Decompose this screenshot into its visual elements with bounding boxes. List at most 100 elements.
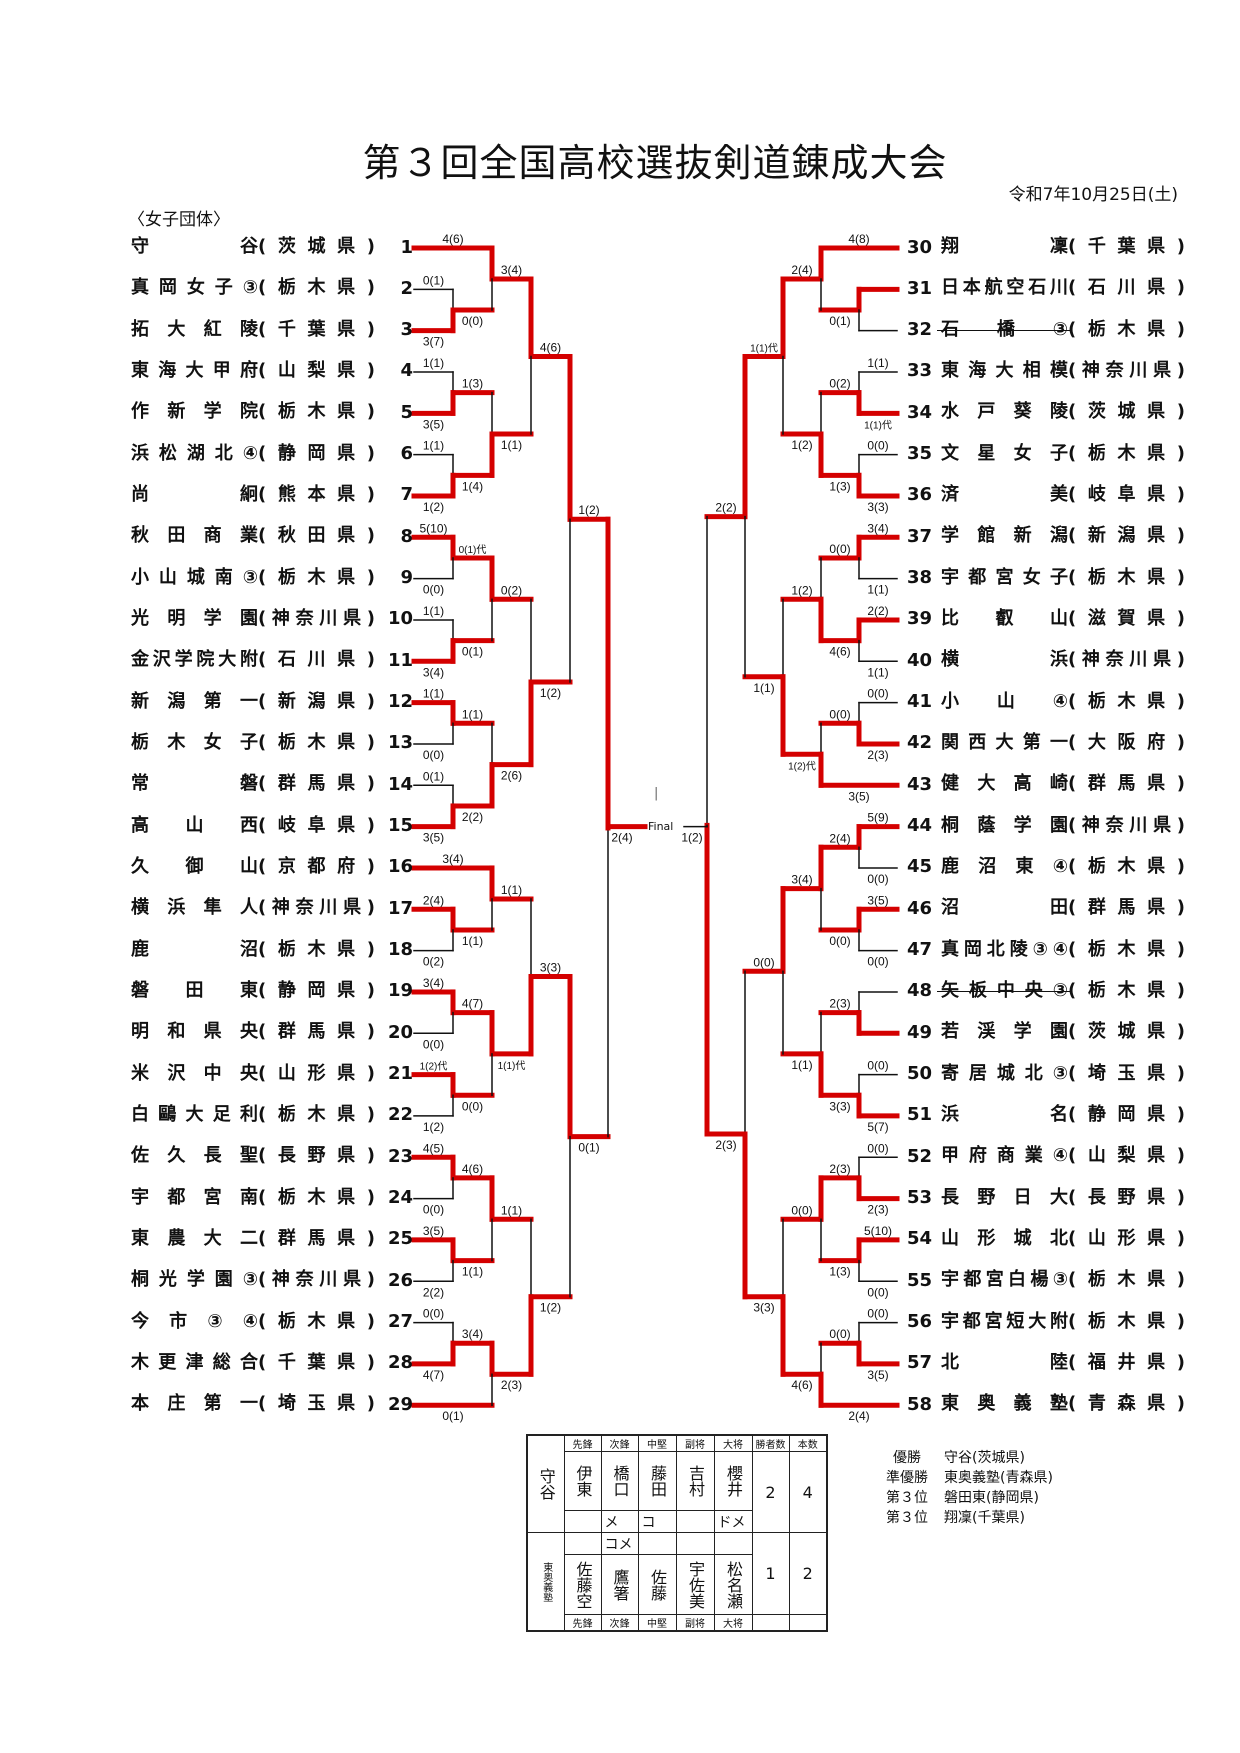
team-prefecture: (長野県) <box>258 1145 375 1167</box>
team-number: 4 <box>400 360 413 382</box>
team2-mark <box>713 1532 753 1555</box>
score-label: 5(9) <box>867 811 888 825</box>
score-label: 2(4) <box>791 263 812 277</box>
team2-player: 佐藤空 <box>563 1554 602 1615</box>
team-row: 明和県央(群馬県)20 <box>131 1020 413 1044</box>
score-label: 1(1) <box>462 707 483 721</box>
team-row: 栃木女子(栃木県)13 <box>131 731 413 755</box>
team-prefecture: (栃木県) <box>258 938 375 960</box>
team-prefecture: (茨城県) <box>258 236 375 257</box>
score-label: 3(3) <box>753 1301 774 1315</box>
position-header: 副将 <box>675 1434 715 1452</box>
team-prefecture: (滋賀県) <box>1068 607 1185 629</box>
score-label: 1(2) <box>791 438 812 452</box>
team-prefecture: (栃木県) <box>258 1186 375 1208</box>
team-name: 浜名 <box>941 1103 1068 1125</box>
team-prefecture: (山梨県) <box>258 359 375 381</box>
team-number: 50 <box>907 1063 933 1085</box>
team1-mark: ドメ <box>713 1510 753 1533</box>
team-prefecture: (群馬県) <box>1068 773 1185 795</box>
score-label: 2(3) <box>501 1378 522 1392</box>
score-label: 1(2) <box>791 583 812 597</box>
team-name: 今市③④ <box>131 1310 258 1332</box>
final-score-left: 2(4) <box>611 831 632 845</box>
team-name: 秋田商業 <box>131 525 258 547</box>
team-number: 45 <box>907 856 933 878</box>
team-number: 9 <box>400 567 413 589</box>
team-name: 小山④ <box>941 690 1068 712</box>
score-label: 2(3) <box>867 1203 888 1217</box>
team-prefecture: (千葉県) <box>258 1351 375 1373</box>
score-label: 1(1) <box>501 883 522 897</box>
score-label: 0(1) <box>829 314 850 328</box>
team-number: 21 <box>387 1063 413 1085</box>
team-prefecture: (茨城県) <box>1068 401 1185 423</box>
score-label: 0(0) <box>423 1037 444 1051</box>
position-header: 次鋒 <box>600 1434 639 1452</box>
team-row: 新潟第一(新潟県)12 <box>131 690 413 714</box>
team-prefecture: (群馬県) <box>258 1021 375 1043</box>
team-name: 長野日大 <box>941 1186 1068 1208</box>
score-label: 3(5) <box>848 789 869 803</box>
team-number: 36 <box>907 484 933 506</box>
score-label: 5(7) <box>867 1120 888 1134</box>
points-header: 本数 <box>788 1434 828 1452</box>
team-prefecture: (千葉県) <box>258 318 375 340</box>
team-number: 19 <box>387 980 413 1002</box>
score-label: 0(0) <box>423 748 444 762</box>
score-label: 4(7) <box>423 1368 444 1382</box>
team-number: 43 <box>907 773 933 795</box>
team-number: 47 <box>907 939 933 961</box>
team-name: 拓大紅陵 <box>131 318 258 340</box>
team-prefecture: (埼玉県) <box>258 1393 375 1415</box>
podium-team: 磐田東(静岡県) <box>944 1490 1039 1506</box>
team-row: 尚絅(熊本県)7 <box>131 483 413 507</box>
score-label: 3(5) <box>423 831 444 845</box>
team2-points: 2 <box>788 1532 828 1615</box>
team-prefecture: (岐阜県) <box>258 814 375 836</box>
team-number: 54 <box>907 1228 933 1250</box>
team-prefecture: (栃木県) <box>1068 566 1185 588</box>
team-row: 常磐(群馬県)14 <box>131 772 413 796</box>
score-label: 2(3) <box>715 1138 736 1152</box>
team-name: 東奥義塾 <box>941 1393 1068 1415</box>
team-name: 守谷 <box>131 236 258 257</box>
team-number: 14 <box>387 773 413 795</box>
team-row: 小山城南③(栃木県)9 <box>131 566 413 590</box>
empty-cell <box>751 1614 790 1632</box>
team-name: 山形城北 <box>941 1227 1068 1249</box>
score-label: 0(0) <box>867 1307 888 1321</box>
team-number: 41 <box>907 691 933 713</box>
team-prefecture: (栃木県) <box>1068 1269 1185 1291</box>
score-label: 2(2) <box>867 604 888 618</box>
score-label: 0(2) <box>423 955 444 969</box>
team2-mark <box>675 1532 715 1555</box>
team-number: 15 <box>387 815 413 837</box>
team-name: 若渓学園 <box>941 1021 1068 1043</box>
score-label: 0(0) <box>829 934 850 948</box>
team-number: 24 <box>387 1187 413 1209</box>
team-name: 桐光学園③ <box>131 1269 258 1291</box>
score-label: 1(3) <box>462 377 483 391</box>
score-label: 1(1)代 <box>750 342 778 354</box>
score-label: 0(1) <box>578 1141 599 1155</box>
team-prefecture: (秋田県) <box>258 525 375 547</box>
score-label: 4(6) <box>442 232 463 246</box>
team-number: 53 <box>907 1187 933 1209</box>
team-prefecture: (栃木県) <box>258 731 375 753</box>
team-prefecture: (山形県) <box>1068 1227 1185 1249</box>
score-label: 0(0) <box>867 1141 888 1155</box>
team-number: 29 <box>387 1393 413 1415</box>
team-prefecture: (栃木県) <box>1068 442 1185 464</box>
team-number: 31 <box>907 277 933 299</box>
score-label: 1(2)代 <box>420 1061 448 1073</box>
team-row: 浜松湖北④(静岡県)6 <box>131 442 413 466</box>
team-prefecture: (神奈川県) <box>1068 649 1185 671</box>
team-number: 1 <box>400 236 413 258</box>
